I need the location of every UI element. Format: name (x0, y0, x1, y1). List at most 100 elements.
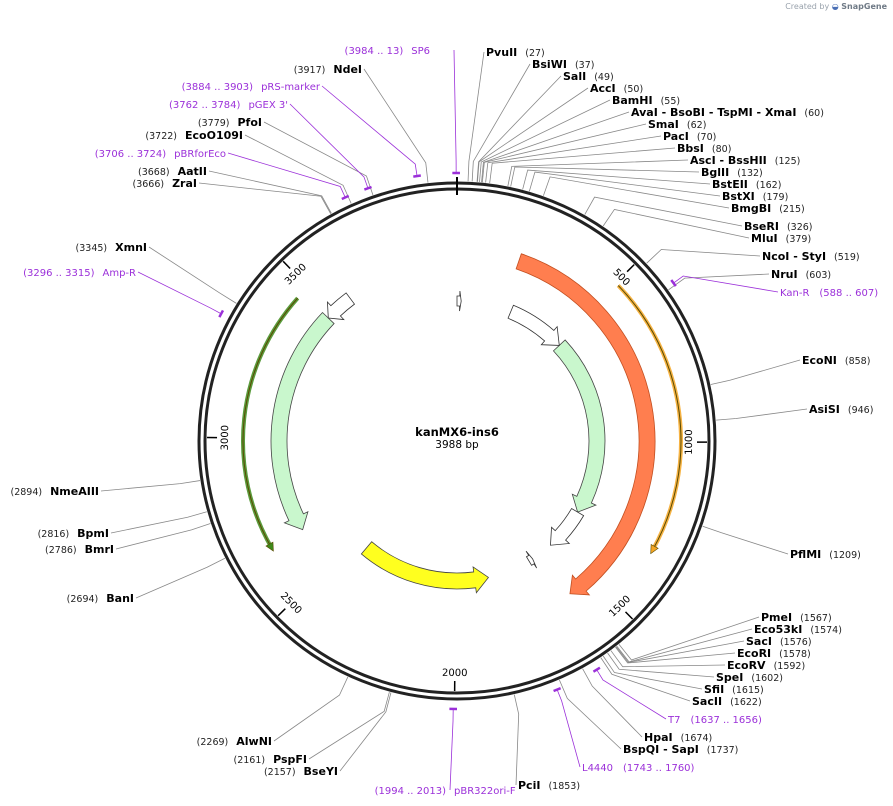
enzyme-position: (519) (834, 252, 860, 263)
feature-t7-promoter[interactable] (525, 550, 538, 569)
primer-t7[interactable]: T7(1637 .. 1656) (667, 715, 762, 726)
enzyme-pcii[interactable]: PciI(1853) (518, 779, 580, 792)
enzyme-bani[interactable]: BanI(2694) (67, 592, 134, 605)
primer-pbr322ori-f[interactable]: (1994 .. 2013)pBR322ori-F (375, 786, 516, 797)
enzyme-position: (162) (756, 180, 782, 191)
enzyme-ndei[interactable]: NdeI(3917) (294, 63, 362, 76)
enzyme-spei[interactable]: SpeI(1602) (716, 671, 783, 684)
enzyme-leader-econi (710, 359, 801, 385)
enzyme-ecoo109i[interactable]: EcoO109I(3722) (145, 129, 243, 142)
enzyme-xmni[interactable]: XmnI(3345) (76, 241, 147, 254)
enzyme-name: SacI (746, 635, 772, 648)
enzyme-bglii[interactable]: BglII(132) (701, 166, 763, 179)
enzyme-hpai[interactable]: HpaI(1674) (644, 731, 712, 744)
enzyme-ecorv[interactable]: EcoRV(1592) (727, 659, 805, 672)
enzyme-name: AccI (590, 82, 616, 95)
enzyme-position: (1602) (751, 673, 783, 684)
enzyme-name: PmeI (761, 611, 792, 624)
enzyme-name: AvaI - BsoBI - TspMI - XmaI (631, 106, 796, 119)
primer-prs-marker[interactable]: pRS-marker(3884 .. 3903) (182, 82, 321, 93)
enzyme-bsteii[interactable]: BstEII(162) (712, 178, 781, 191)
enzyme-bmri[interactable]: BmrI(2786) (45, 543, 114, 556)
feature-sp6-promoter[interactable] (456, 290, 462, 312)
enzyme-bseri[interactable]: BseRI(326) (744, 220, 813, 233)
enzyme-bpmi[interactable]: BpmI(2816) (38, 527, 109, 540)
enzyme-mlui[interactable]: MluI(379) (751, 232, 811, 245)
enzyme-bspqi-sapi[interactable]: BspQI - SapI(1737) (623, 743, 738, 756)
primer-amp-r[interactable]: Amp-R(3296 .. 3315) (23, 268, 136, 279)
enzyme-bbsi[interactable]: BbsI(80) (677, 142, 731, 155)
enzyme-name: PfoI (238, 116, 263, 129)
feature-ampr-promoter[interactable] (326, 292, 356, 321)
enzyme-pvuii[interactable]: PvuII (27) (486, 46, 545, 59)
primer-range: (3762 .. 3784) (169, 100, 241, 111)
primer-kan-r[interactable]: Kan-R(588 .. 607) (780, 288, 878, 299)
primer-pgex-3[interactable]: pGEX 3' (3762 .. 3784) (169, 100, 288, 111)
primer-pbrforeco[interactable]: pBRforEco(3706 .. 3724) (95, 149, 226, 160)
enzyme-name: PacI (663, 130, 689, 143)
enzyme-name: BstXI (722, 190, 755, 203)
enzyme-saci[interactable]: SacI (1576) (746, 635, 812, 648)
enzyme-sali[interactable]: SalI(49) (563, 70, 614, 83)
enzyme-leader-bmri (115, 523, 211, 550)
enzyme-name: NmeAIII (50, 485, 99, 498)
enzyme-position: (1576) (780, 637, 812, 648)
enzyme-zrai[interactable]: ZraI(3666) (132, 177, 197, 190)
enzyme-smai[interactable]: SmaI(62) (648, 118, 706, 131)
enzyme-name: BamHI (612, 94, 653, 107)
enzyme-leader-ndei (363, 68, 429, 183)
primer-name: pGEX 3' (248, 100, 288, 111)
enzyme-pspfi[interactable]: PspFI(2161) (234, 753, 308, 766)
enzyme-econi[interactable]: EcoNI(858) (802, 354, 870, 367)
leader-lines (100, 49, 808, 791)
enzyme-leader-spei (607, 652, 715, 678)
enzyme-name: EcoRV (727, 659, 766, 672)
enzyme-leader-ecori (615, 646, 736, 664)
enzyme-paci[interactable]: PacI(70) (663, 130, 716, 143)
enzyme-asisi[interactable]: AsiSI(946) (809, 403, 873, 416)
enzyme-leader-pvuii (467, 51, 485, 182)
primer-leader-pgex-3 (289, 103, 369, 189)
primer-sp6[interactable]: SP6(3984 .. 13) (345, 46, 430, 57)
primer-name: pBRforEco (174, 149, 226, 160)
enzyme-asci-bsshii[interactable]: AscI - BssHII(125) (690, 154, 800, 167)
enzyme-position: (27) (525, 48, 545, 59)
enzyme-aatii[interactable]: AatII(3668) (138, 165, 207, 178)
labels: PvuII(27)BsiWI(37)SalI(49)AccI(50)BamHI(… (10, 46, 878, 797)
enzyme-bsiwi[interactable]: BsiWI(37) (532, 58, 594, 71)
enzyme-avai-bsobi-tspmi-xmai[interactable]: AvaI - BsoBI - TspMI - XmaI(60) (631, 106, 824, 119)
feature-tef-promoter[interactable] (507, 304, 560, 346)
primer-site-l4440 (553, 686, 562, 693)
enzyme-position: (1737) (707, 745, 739, 756)
feature-ampr[interactable] (270, 311, 335, 531)
enzyme-eco53ki[interactable]: Eco53kI(1574) (754, 623, 842, 636)
enzyme-bmgbi[interactable]: BmgBI(215) (731, 202, 805, 215)
enzyme-pfoi[interactable]: PfoI(3779) (198, 116, 262, 129)
enzyme-bamhi[interactable]: BamHI(55) (612, 94, 680, 107)
enzyme-bstxi[interactable]: BstXI(179) (722, 190, 788, 203)
enzyme-bseyi[interactable]: BseYI(2157) (264, 765, 338, 778)
enzyme-alwni[interactable]: AlwNI(2269) (197, 735, 272, 748)
enzyme-nmeaiii[interactable]: NmeAIII(2894) (10, 485, 99, 498)
enzyme-sfii[interactable]: SfiI(1615) (704, 683, 764, 696)
enzyme-leader-ecorv (610, 650, 726, 668)
enzyme-sacii[interactable]: SacII(1622) (692, 695, 762, 708)
feature-kanmx[interactable] (515, 253, 656, 596)
enzyme-acci[interactable]: AccI(50) (590, 82, 643, 95)
enzyme-name: AatII (178, 165, 207, 178)
feature-tef-terminator[interactable] (550, 507, 585, 546)
enzyme-name: XmnI (115, 241, 147, 254)
enzyme-position: (1209) (829, 550, 861, 561)
enzyme-ncoi-styi[interactable]: NcoI - StyI(519) (762, 250, 860, 263)
primer-l4440[interactable]: L4440(1743 .. 1760) (582, 763, 695, 774)
credit: Created by ◒ SnapGene (785, 2, 887, 11)
enzyme-pmei[interactable]: PmeI(1567) (761, 611, 832, 624)
enzyme-nrui[interactable]: NruI(603) (771, 268, 831, 281)
feature-kanr[interactable] (552, 339, 606, 513)
enzyme-leader-ncoi-styi (646, 249, 761, 264)
enzyme-leader-sacii (600, 657, 691, 702)
feature-ori[interactable] (360, 541, 490, 594)
enzyme-name: PvuII (486, 46, 517, 59)
enzyme-ecori[interactable]: EcoRI(1578) (737, 647, 811, 660)
enzyme-pflmi[interactable]: PflMI(1209) (790, 548, 861, 561)
